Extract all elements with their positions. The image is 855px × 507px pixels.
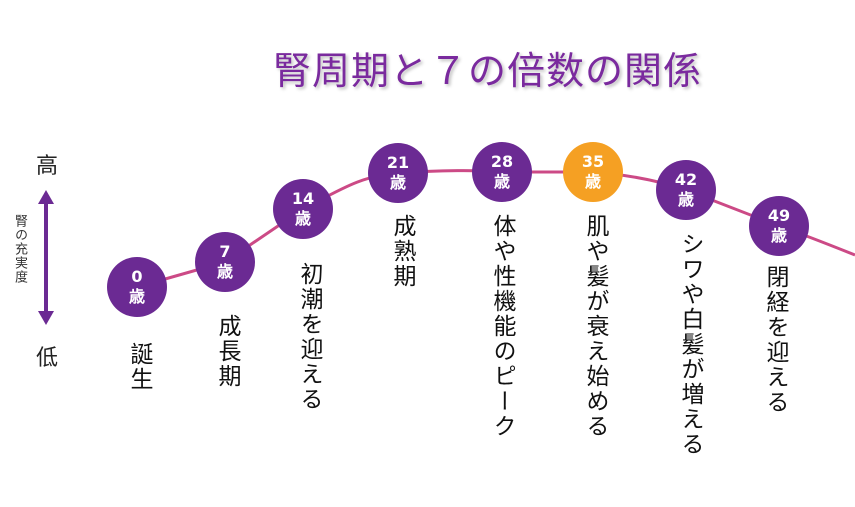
stage-caption-49: 閉経を迎える — [762, 265, 788, 415]
age-unit: 歳 — [584, 172, 601, 191]
stage-caption-21: 成熟期 — [389, 214, 415, 289]
stage-caption-0: 誕生 — [126, 342, 152, 392]
age-number: 0 — [131, 267, 143, 286]
stage-caption-14: 初潮を迎える — [296, 262, 322, 412]
axis-low-label: 低 — [35, 346, 58, 371]
age-unit: 歳 — [389, 173, 406, 192]
axis-high-label: 高 — [35, 154, 58, 179]
age-number: 21 — [386, 153, 410, 172]
stage-caption-28: 体や性機能のピーク — [489, 214, 515, 439]
stage-caption-35: 肌や髪が衰え始める — [582, 214, 608, 439]
age-unit: 歳 — [294, 209, 311, 228]
age-number: 28 — [490, 152, 514, 171]
stage-caption-7: 成長期 — [214, 314, 240, 389]
age-unit: 歳 — [128, 287, 145, 306]
diagram-title: 腎周期と７の倍数の関係 — [272, 49, 702, 93]
age-unit: 歳 — [493, 172, 510, 191]
age-number: 14 — [291, 189, 315, 208]
axis-title: 腎の充実度 — [12, 214, 27, 284]
age-unit: 歳 — [216, 262, 233, 281]
age-number: 35 — [581, 152, 605, 171]
age-number: 42 — [674, 170, 698, 189]
stage-caption-42: シワや白髪が増える — [677, 232, 703, 457]
age-unit: 歳 — [770, 226, 787, 245]
age-unit: 歳 — [677, 190, 694, 209]
age-number: 49 — [767, 206, 791, 225]
double-arrow-icon — [38, 190, 54, 325]
age-number: 7 — [219, 242, 231, 261]
